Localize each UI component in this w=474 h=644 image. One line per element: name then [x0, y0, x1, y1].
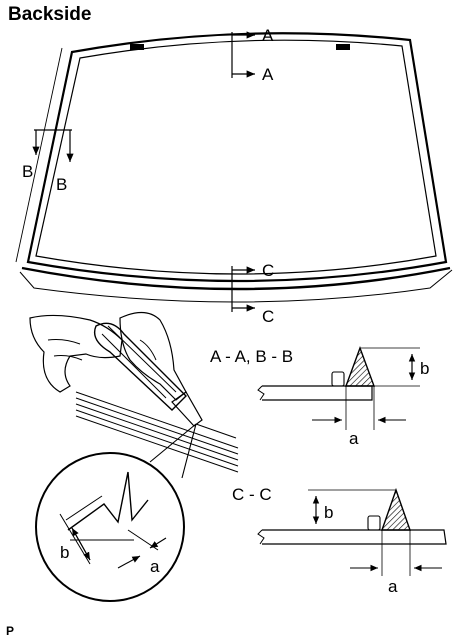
- section-ab-dim-a: a: [349, 429, 359, 448]
- adhesive-gun-illustration: [29, 311, 239, 473]
- ab-spacer: [331, 371, 345, 387]
- section-cc-dim-a: a: [388, 577, 398, 596]
- section-ab-title: A - A, B - B: [210, 347, 293, 366]
- section-label-b-left: B: [22, 162, 33, 181]
- cc-adhesive-bead: [381, 487, 411, 531]
- detail-dim-a: a: [150, 557, 160, 576]
- spacer-right: [336, 44, 350, 50]
- section-label-c-bottom: C: [262, 307, 274, 326]
- section-label-a-top: A: [262, 26, 274, 45]
- section-label-c-top: C: [262, 261, 274, 280]
- windshield-glass: [15, 32, 453, 303]
- section-label-b-right: B: [56, 175, 67, 194]
- section-marker-a: [231, 31, 255, 78]
- detail-dim-b: b: [60, 543, 69, 562]
- section-cc-drawing: [257, 487, 447, 576]
- bead-detail-circle: [35, 452, 185, 602]
- diagram-title: Backside: [8, 4, 92, 25]
- section-ab-dim-b: b: [420, 359, 429, 378]
- figure-code: P: [6, 624, 15, 638]
- section-cc-dim-b: b: [324, 503, 333, 522]
- section-cc-title: C - C: [232, 485, 272, 504]
- section-marker-b: [32, 129, 74, 162]
- section-ab-drawing: [257, 345, 420, 430]
- ab-adhesive-bead: [344, 345, 376, 387]
- spacer-left: [130, 44, 144, 50]
- section-marker-c: [231, 266, 255, 312]
- section-label-a-bottom: A: [262, 65, 274, 84]
- cc-spacer: [367, 515, 381, 531]
